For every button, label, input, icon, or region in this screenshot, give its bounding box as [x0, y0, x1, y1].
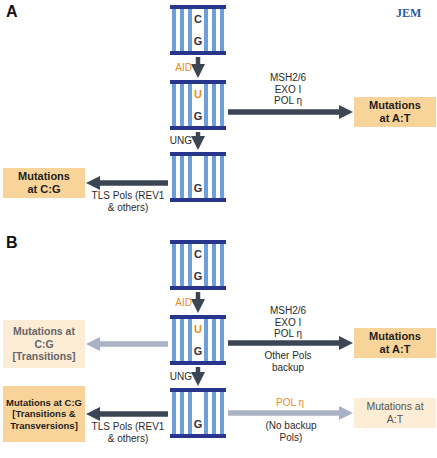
- pathway-arrow: [196, 367, 201, 376]
- box-text: Mutations at C:G [Transitions & Transver…: [6, 397, 82, 431]
- mutation-box: Mutations at A:T: [354, 328, 436, 358]
- journal-logo: JEM: [396, 6, 434, 20]
- dna-duplex: G: [170, 388, 226, 438]
- panel-letter: A: [6, 3, 26, 21]
- edge-label: TLS Pols (REV1 & others): [88, 421, 168, 444]
- minor-pathway-arrow: [96, 341, 168, 347]
- box-text: Mutations at C:G: [13, 170, 75, 196]
- box-text: Mutations at A:T: [364, 99, 426, 125]
- base-letter: U: [170, 323, 226, 335]
- edge-note: (No backup Pols): [262, 420, 320, 443]
- base-letter: C: [170, 248, 226, 260]
- dna-ladder: [170, 315, 226, 365]
- base-letter: G: [170, 110, 226, 122]
- dna-ladder: [170, 152, 226, 202]
- box-text: Mutations at C:G [Transitions]: [11, 325, 77, 363]
- mutation-box: Mutations at C:G [Transitions & Transver…: [3, 386, 85, 442]
- base-letter: G: [170, 182, 226, 194]
- base-letter: G: [170, 418, 226, 430]
- dna-duplex: G: [170, 152, 226, 202]
- dna-ladder: [170, 388, 226, 438]
- pathway-arrow: [96, 411, 168, 417]
- dna-ladder: [170, 5, 226, 55]
- edge-label: TLS Pols (REV1 & others): [88, 190, 168, 213]
- dna-duplex: CG: [170, 240, 226, 290]
- base-letter: G: [170, 35, 226, 47]
- mutation-box: Mutations at A:T: [354, 97, 436, 127]
- edge-label: POL η: [260, 397, 320, 409]
- mutation-box: Mutations at C:G [Transitions]: [3, 320, 85, 368]
- dna-duplex: CG: [170, 5, 226, 55]
- edge-label: AID: [160, 297, 192, 309]
- edge-label: UNG: [160, 135, 192, 147]
- dna-duplex: UG: [170, 80, 226, 130]
- pathway-arrow: [228, 109, 343, 115]
- pathway-arrow: [196, 132, 201, 140]
- dna-duplex: UG: [170, 315, 226, 365]
- dna-ladder: [170, 240, 226, 290]
- edge-note: Other Pols backup: [263, 350, 313, 373]
- minor-pathway-arrow: [228, 410, 343, 416]
- base-letter: C: [170, 13, 226, 25]
- mutation-box: Mutations at A:T: [354, 398, 436, 428]
- box-text: Mutations at A:T: [364, 400, 426, 425]
- edge-label: AID: [160, 62, 192, 74]
- mutation-box: Mutations at C:G: [3, 168, 85, 198]
- base-letter: G: [170, 270, 226, 282]
- pathway-arrow: [96, 180, 168, 186]
- pathway-arrow: [196, 292, 201, 303]
- pathway-arrow: [196, 57, 201, 68]
- base-letter: U: [170, 88, 226, 100]
- edge-label: MSH2/6 EXO I POL η: [265, 72, 311, 107]
- base-letter: G: [170, 345, 226, 357]
- dna-ladder: [170, 80, 226, 130]
- panel-letter: B: [6, 234, 26, 252]
- pathway-arrow: [228, 340, 343, 346]
- edge-label: UNG: [160, 371, 192, 383]
- edge-label: MSH2/6 EXO I POL η: [265, 305, 311, 340]
- box-text: Mutations at A:T: [364, 330, 426, 356]
